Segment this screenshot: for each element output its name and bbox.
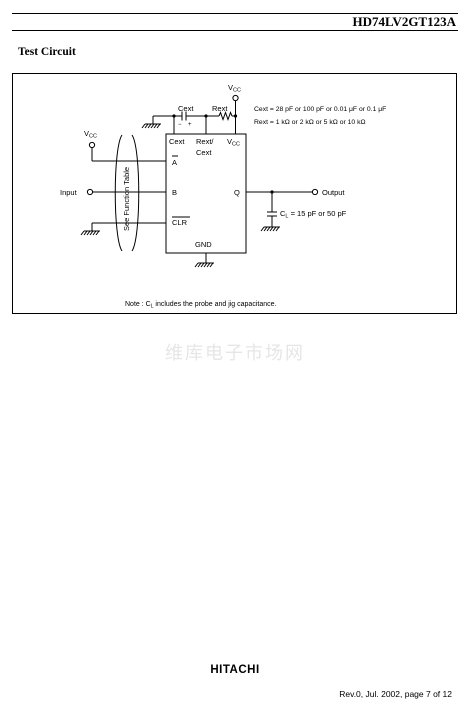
function-table-label: See Function Table [122,167,131,231]
pin-gnd-label: GND [195,240,212,249]
junction-rext [204,114,208,118]
input-label: Input [60,188,78,197]
document-title: HD74LV2GT123A [352,14,456,29]
pin-b-label: B [172,188,177,197]
rext-label: Rext [212,104,228,113]
junction-output [270,190,274,194]
input-terminal [86,188,94,196]
pin-a-label: A [172,158,177,167]
pin-clr-label: CLR [172,218,188,227]
vcc-top-label: VCC [228,83,241,94]
vcc-terminal-left [88,141,96,149]
junction-cext [172,114,176,118]
pin-vcc-label: VCC [227,137,240,148]
junction-vcc [233,114,238,118]
header-bottom-rule [12,30,458,31]
vcc-terminal-top [232,94,239,102]
pin-rext-label: Rext/ [196,137,214,146]
capacitance-note: Note : CL includes the probe and jig cap… [125,301,276,310]
pin-cext-label: Cext [169,137,185,146]
pin-q-label: Q [234,188,240,197]
test-circuit-frame [12,73,457,314]
output-terminal [311,188,319,196]
page-footer: Rev.0, Jul. 2002, page 7 of 12 [339,689,452,699]
function-table-bracket-left [114,134,123,252]
test-circuit-diagram: VCC VCC Cext Rext − + Cext = 28 pF or 10… [60,83,386,310]
cap-plus-label: + [188,122,192,128]
cext-values: Cext = 28 pF or 100 pF or 0.01 μF or 0.1… [254,106,386,113]
output-label: Output [322,188,345,197]
function-table-bracket-right [131,134,140,252]
vcc-left-label: VCC [84,129,97,140]
rext-values: Rext = 1 kΩ or 2 kΩ or 5 kΩ or 10 kΩ [254,119,366,126]
cext-label: Cext [178,104,194,113]
load-capacitor-label: CL = 15 pF or 50 pF [280,209,347,220]
header-top-rule [12,13,458,14]
pin-rext-cext-label: Cext [196,148,212,157]
watermark-text: 维库电子市场网 [165,343,305,364]
hitachi-logo: HITACHI [210,664,260,676]
cap-minus-label: − [178,122,182,128]
section-title: Test Circuit [18,46,76,58]
